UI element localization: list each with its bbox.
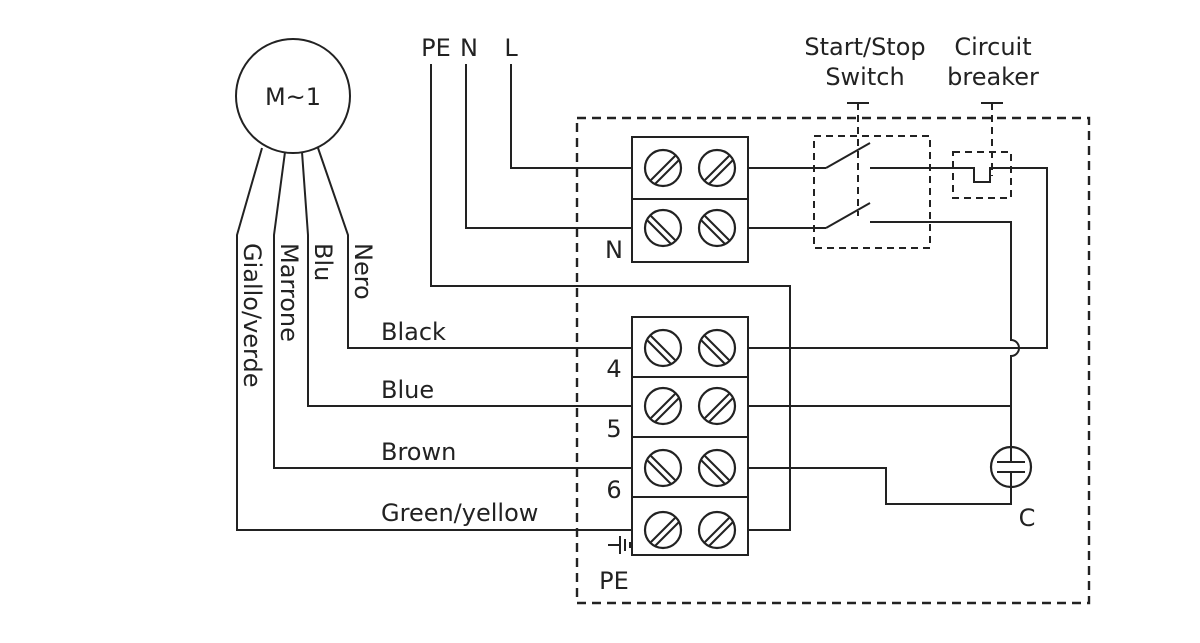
wire-brown	[273, 151, 638, 469]
motor: M~1	[235, 38, 351, 154]
wire-label-blu: Blu	[309, 243, 337, 281]
breaker-dashed-box	[952, 151, 1012, 199]
supply-label-pe: PE	[421, 34, 451, 62]
wire-supply-n	[465, 64, 650, 229]
switch-label-line2: Switch	[825, 63, 904, 91]
terminal-screw	[697, 448, 737, 488]
capacitor: C	[989, 445, 1036, 532]
wire-breaker-to-black	[748, 167, 1048, 349]
wire-label-marrone: Marrone	[275, 243, 303, 342]
terminal-label-6: 6	[606, 476, 621, 504]
terminal-screw	[697, 208, 737, 248]
capacitor-label: C	[1019, 504, 1036, 532]
terminal-label-pe: PE	[599, 567, 629, 595]
wire-blue	[301, 151, 638, 407]
wire-label-giallo-verde: Giallo/verde	[238, 243, 266, 388]
enclosure-frame	[575, 116, 1091, 605]
switch-label-line1: Start/Stop	[804, 33, 925, 61]
breaker-label-line2: breaker	[947, 63, 1039, 91]
terminal-block-mains: N	[605, 136, 749, 264]
switch-dashed-box	[813, 135, 931, 249]
terminal-screw	[643, 448, 683, 488]
terminal-label-4: 4	[606, 355, 621, 383]
wire-supply-pe	[430, 64, 791, 531]
terminal-screw	[697, 386, 737, 426]
terminal-screw	[643, 208, 683, 248]
supply-label-n: N	[460, 34, 478, 62]
terminal-screw	[697, 510, 737, 550]
wire-label-black: Black	[381, 318, 446, 346]
wire-switch-n-to-capacitor	[870, 221, 1020, 450]
motor-label: M~1	[265, 83, 321, 111]
wire-capacitor-to-brown	[748, 467, 1012, 505]
wire-green-yellow	[236, 147, 638, 531]
terminal-label-5: 5	[606, 415, 621, 443]
terminal-screw	[697, 148, 737, 188]
switch-contact-top	[825, 142, 871, 169]
switch-contact-bottom	[825, 202, 871, 229]
ground-icon	[608, 536, 631, 554]
terminal-screw	[643, 148, 683, 188]
terminal-block-motor: 4 5 6 PE	[599, 316, 749, 595]
terminal-screw	[643, 328, 683, 368]
wire-black	[317, 147, 638, 349]
wire-supply-l	[510, 64, 650, 169]
wire-label-green-yellow: Green/yellow	[381, 499, 538, 527]
wire-label-nero: Nero	[349, 243, 377, 300]
breaker-element	[965, 167, 1005, 183]
motor-circle	[235, 38, 351, 154]
wire-label-blue: Blue	[381, 376, 434, 404]
circuit-breaker: Circuit breaker	[947, 33, 1039, 199]
terminal-label-n: N	[605, 236, 623, 264]
breaker-label-line1: Circuit	[954, 33, 1031, 61]
terminal-screw	[697, 328, 737, 368]
start-stop-switch: Start/Stop Switch	[804, 33, 931, 249]
wire-label-brown: Brown	[381, 438, 456, 466]
supply-label-l: L	[504, 34, 518, 62]
terminal-screw	[643, 386, 683, 426]
terminal-screw	[643, 510, 683, 550]
